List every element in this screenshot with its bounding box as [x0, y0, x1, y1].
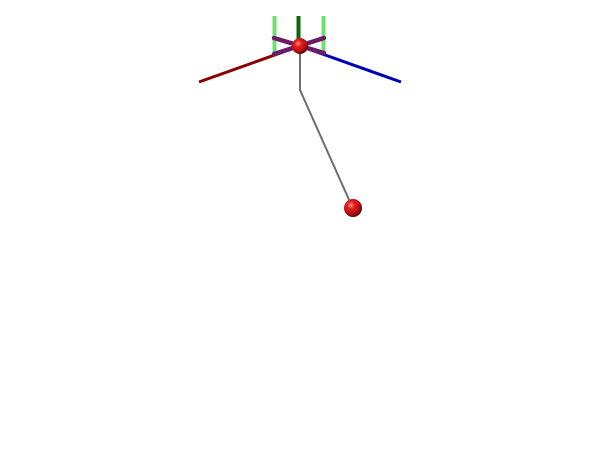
pivot-sphere — [292, 38, 308, 54]
pendulum-bob[interactable] — [344, 199, 362, 217]
y-axis-guide-left — [272, 16, 277, 53]
y-axis-guide-right — [321, 16, 326, 53]
pendulum-rod — [299, 46, 351, 203]
